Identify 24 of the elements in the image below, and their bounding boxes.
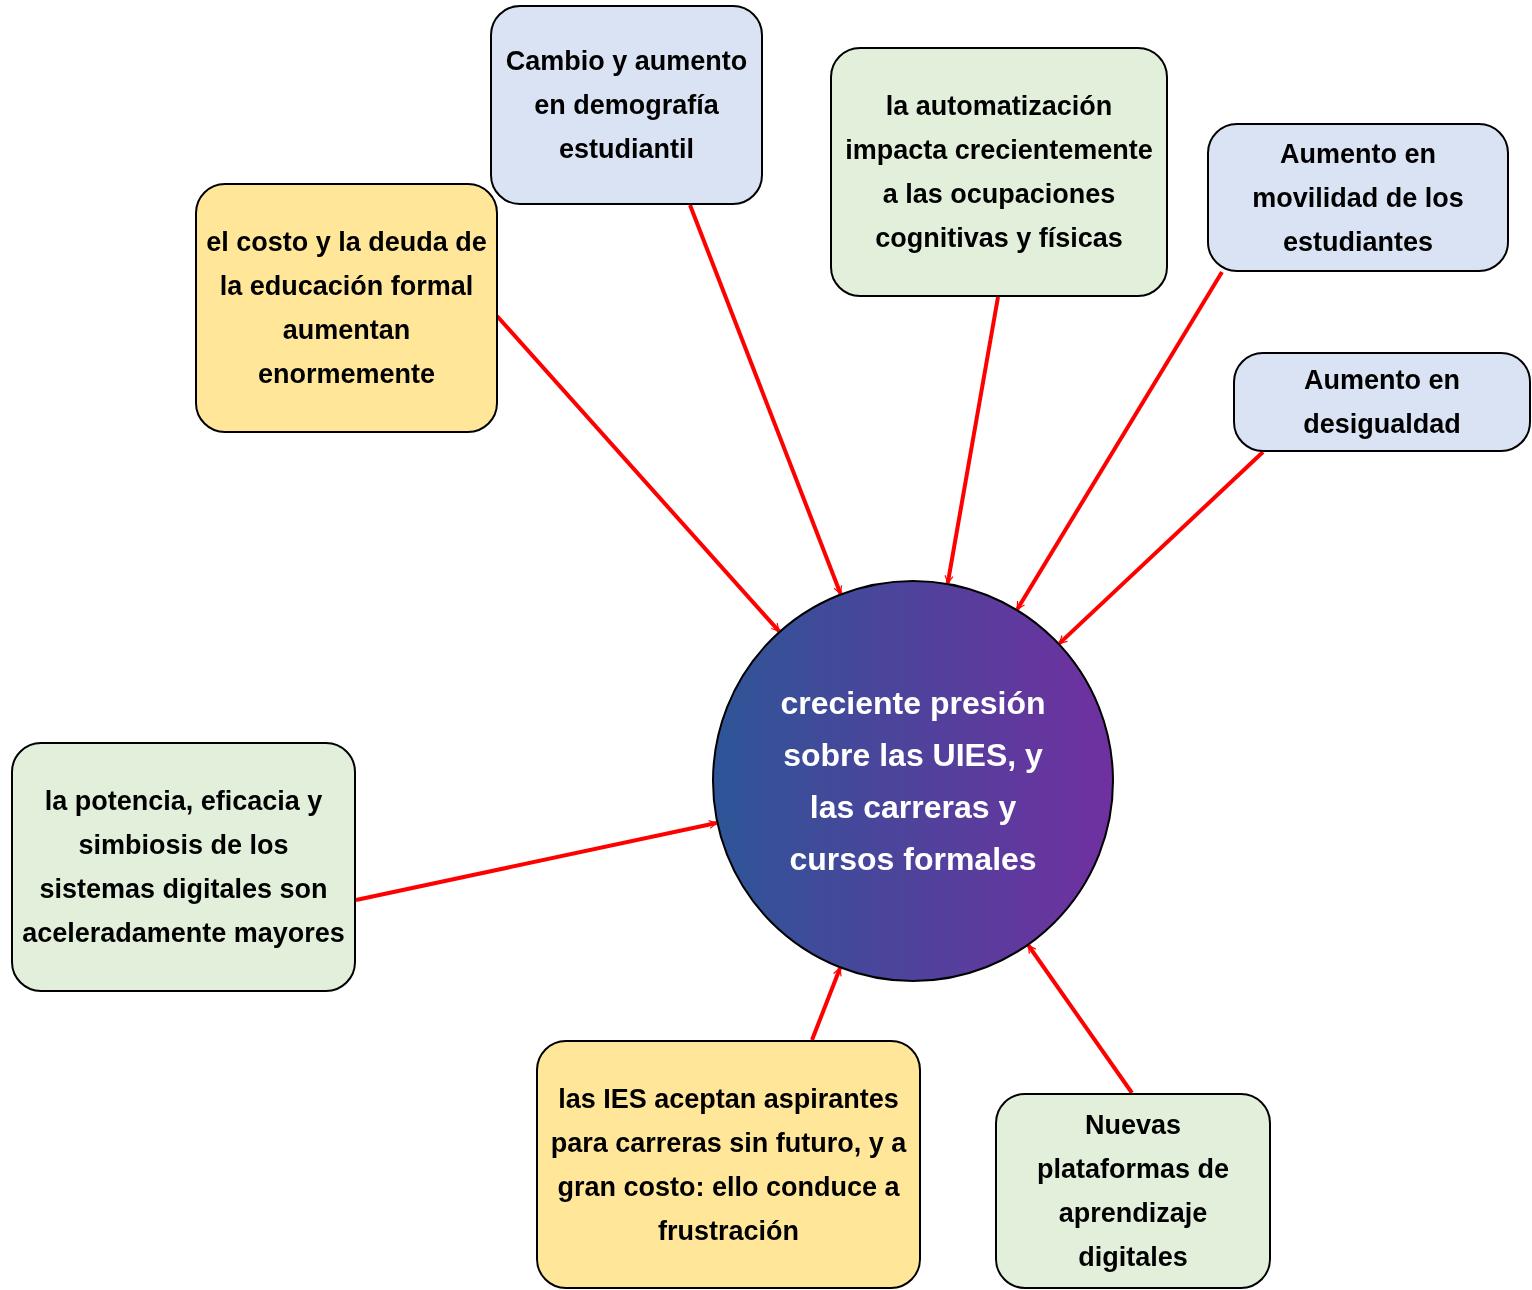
node-text: Nuevas plataformas de aprendizaje digitales: [1035, 1109, 1231, 1274]
arrow: [355, 820, 718, 902]
arrow: [1026, 944, 1134, 1095]
rounded-box: [490, 5, 763, 205]
rounded-box: [1207, 123, 1509, 272]
rounded-box: [536, 1040, 921, 1289]
rounded-box: [995, 1093, 1271, 1289]
arrow: [1015, 270, 1224, 611]
arrow: [944, 296, 1000, 584]
node-text: el costo y la deuda de la educación formal aumentan enormemente: [205, 226, 488, 391]
rounded-box: [830, 47, 1168, 297]
node-text: Cambio y aumento en demografía estudiantil: [504, 45, 749, 166]
arrow: [810, 967, 842, 1041]
node-text: la automatización impacta crecientemente a las ocupaciones cognitivas y físicas: [844, 90, 1154, 255]
node-text: las IES aceptan aspirantes para carreras sin futuro, y a gran costo: ello conduce a frustración: [549, 1082, 908, 1248]
arrow: [1058, 450, 1265, 645]
node-text: la potencia, eficacia y simbiosis de los sistemas digitales son aceleradamente mayores: [21, 785, 346, 950]
rounded-box: [11, 742, 356, 992]
arrow: [688, 204, 843, 595]
rounded-box: [1233, 352, 1531, 452]
node-text: Aumento en desigualdad: [1302, 364, 1462, 441]
rounded-box: [195, 183, 498, 433]
node-text: Aumento en movilidad de los estudiantes: [1251, 137, 1465, 259]
node-text: creciente presión sobre las UIES, y las carreras y cursos formales: [779, 684, 1047, 879]
